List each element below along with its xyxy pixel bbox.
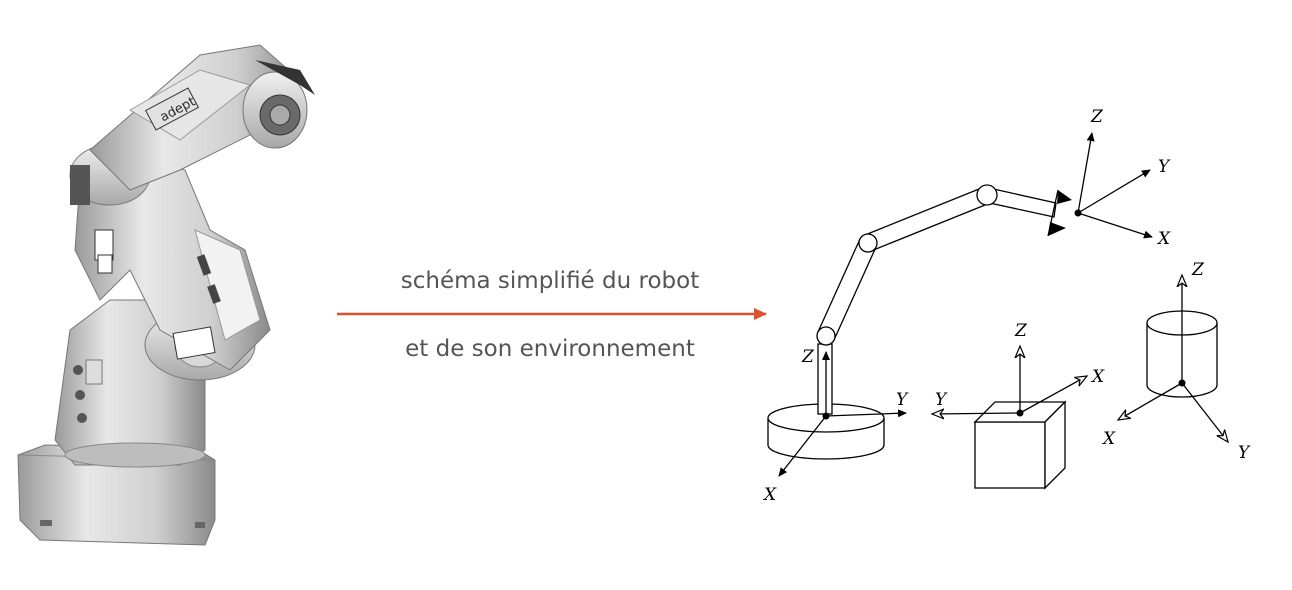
- robot-joint-3: [976, 184, 998, 206]
- cylinder-frame-axes: Z Y X: [1101, 260, 1251, 463]
- end-effector-frame-axes: Z Y X: [1074, 107, 1171, 249]
- robot-link-1: [817, 238, 877, 341]
- base-x-label: X: [762, 485, 777, 505]
- cube-frame-axes: Z Y X: [932, 321, 1105, 417]
- end-effector-y-label: Y: [1158, 157, 1171, 177]
- caption-line-2: et de son environnement: [405, 336, 695, 362]
- cube-object: Z Y X: [932, 321, 1105, 490]
- cube-y-label: Y: [935, 390, 948, 410]
- base-z-label: Z: [801, 347, 815, 367]
- cube-x-label: X: [1090, 367, 1105, 387]
- robot-joint-1: [816, 326, 836, 346]
- base-frame-axes: Z Y X: [762, 347, 909, 505]
- cylinder-x-label: X: [1101, 429, 1116, 449]
- cylinder-y-label: Y: [1238, 443, 1251, 463]
- base-y-label: Y: [896, 390, 909, 410]
- caption-arrow-group: schéma simplifié du robot et de son envi…: [337, 268, 767, 362]
- robot-joint-2: [858, 233, 878, 253]
- cube-z-label: Z: [1014, 321, 1028, 341]
- end-effector-z-label: Z: [1090, 107, 1104, 127]
- robot-column: [817, 343, 833, 415]
- end-effector-x-label: X: [1156, 229, 1171, 249]
- schematic-robot: Z Y X Z Y X: [762, 107, 1171, 505]
- robot-link-2: [864, 186, 991, 252]
- cylinder-object: Z Y X: [1101, 260, 1251, 463]
- robot-photo: adept: [17, 44, 315, 546]
- robot-gripper: [1047, 189, 1072, 237]
- cylinder-z-label: Z: [1191, 260, 1205, 280]
- caption-line-1: schéma simplifié du robot: [401, 268, 699, 294]
